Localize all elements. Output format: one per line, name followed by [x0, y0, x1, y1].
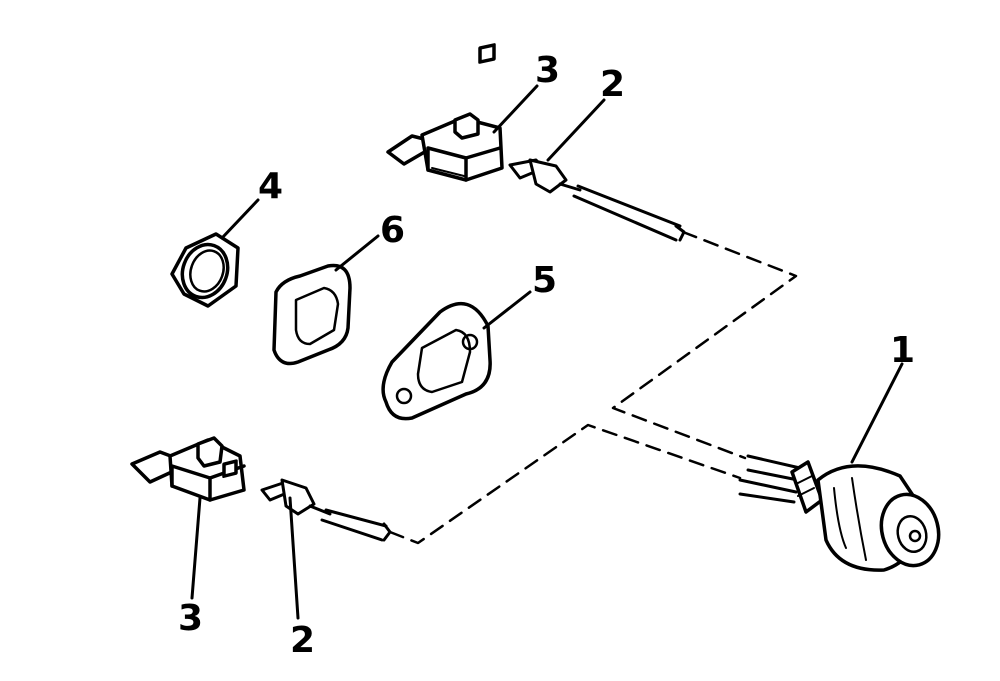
- callout-2-top: 2: [600, 64, 625, 105]
- leader-1: [850, 362, 904, 464]
- callout-6: 6: [380, 210, 405, 251]
- callout-2-bottom: 2: [290, 620, 315, 661]
- leader-2-bottom: [288, 496, 300, 620]
- callout-4: 4: [258, 166, 283, 207]
- leader-lines: [190, 84, 904, 620]
- callout-1: 1: [890, 330, 915, 371]
- leader-3-top: [492, 84, 539, 134]
- callout-5: 5: [532, 260, 557, 301]
- wire-paths: [388, 230, 798, 545]
- leader-4: [220, 198, 260, 240]
- leader-2-top: [546, 98, 606, 162]
- connector-housing-top: [386, 43, 504, 182]
- leader-5: [482, 290, 532, 330]
- gasket: [272, 263, 352, 366]
- callout-3-top: 3: [535, 50, 560, 91]
- connector-housing-bottom: [130, 436, 246, 502]
- callout-3-bottom: 3: [178, 598, 203, 639]
- terminal-top: [508, 158, 686, 242]
- leader-6: [334, 234, 380, 272]
- switch-body: [738, 454, 941, 572]
- wire-path-top: [611, 230, 798, 460]
- leader-3-bottom: [190, 496, 202, 600]
- mounting-plate: [381, 302, 492, 421]
- wire-path-bottom: [388, 423, 742, 545]
- hex-nut: [170, 232, 240, 308]
- terminal-bottom: [260, 478, 392, 542]
